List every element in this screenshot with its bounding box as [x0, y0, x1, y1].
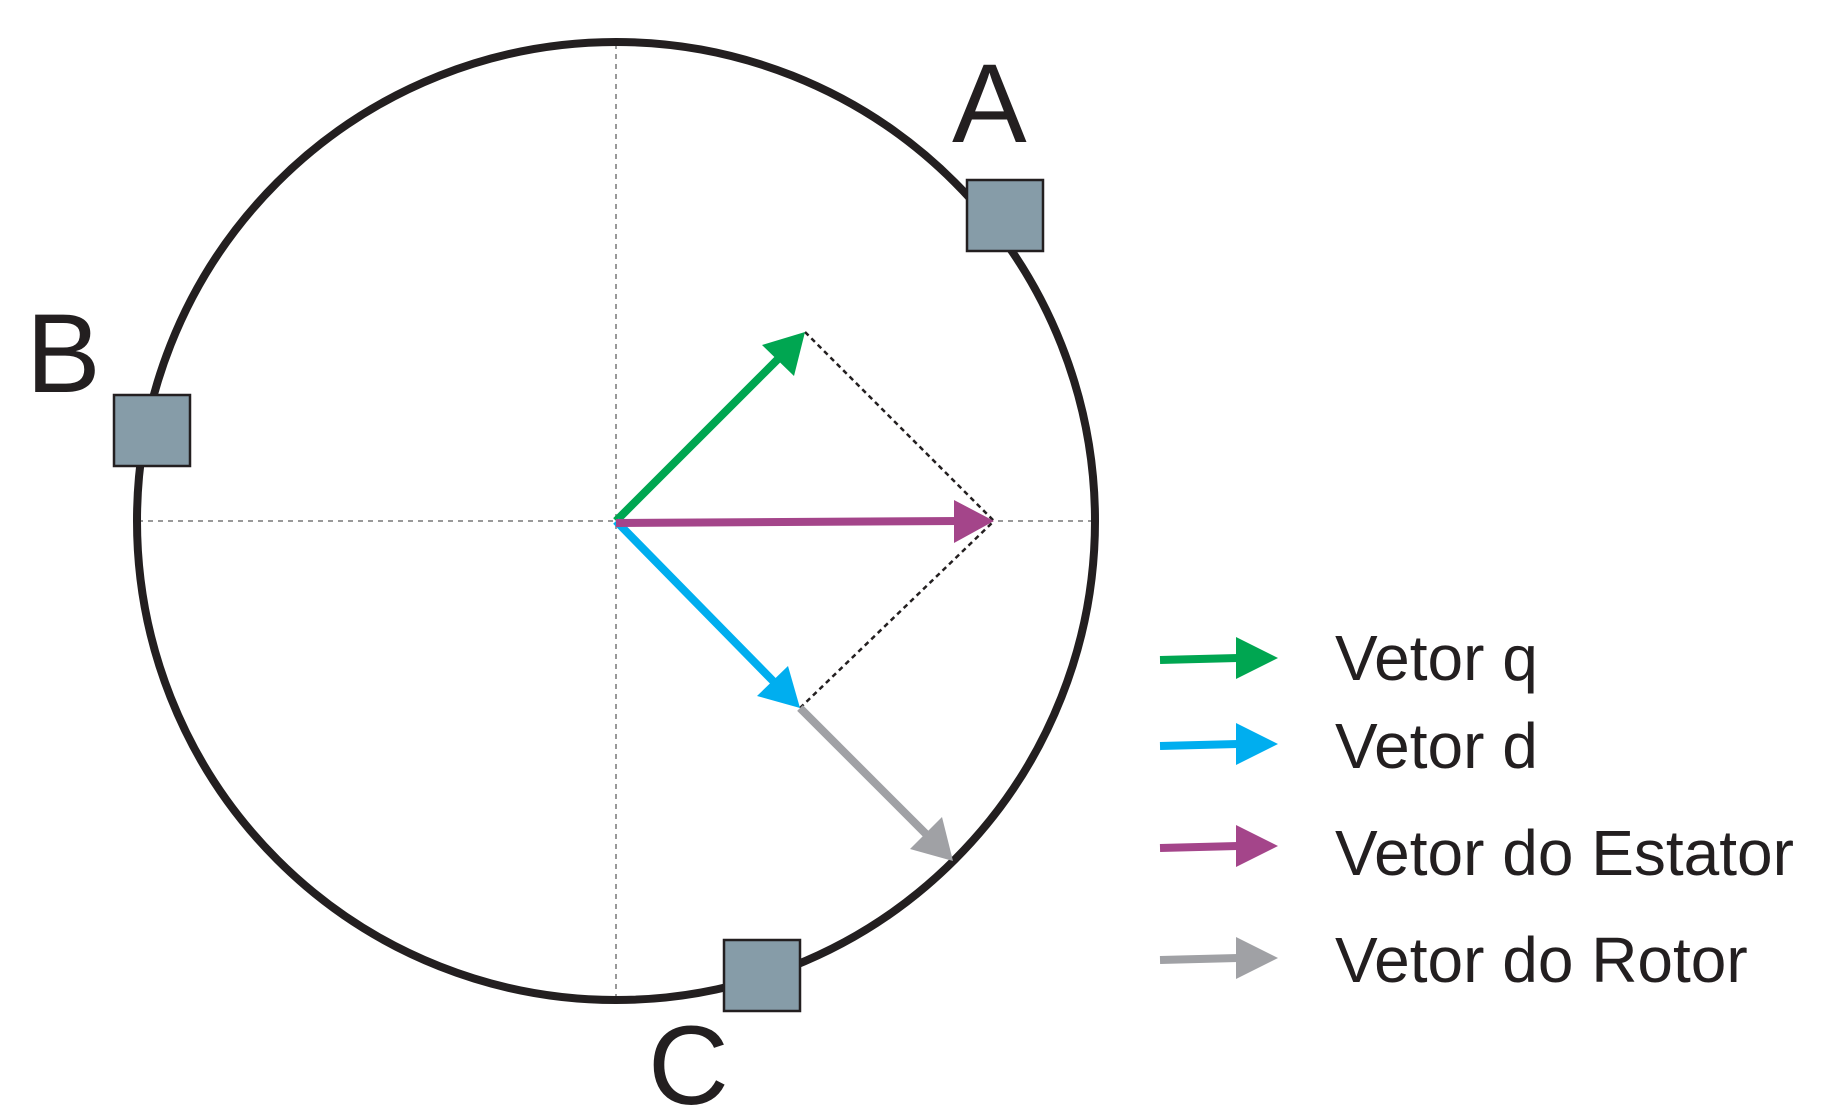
stator-circle	[133, 38, 1099, 1004]
legend-item-q: Vetor q	[1159, 622, 1538, 694]
legend-label-rotor: Vetor do Rotor	[1335, 924, 1748, 996]
winding-a-marker	[965, 178, 1045, 253]
vector-q-arrow	[613, 332, 805, 524]
legend-item-d: Vetor d	[1159, 710, 1538, 782]
projection-line-d	[799, 520, 995, 709]
vector-d-arrow	[613, 518, 800, 708]
legend-item-rotor: Vetor do Rotor	[1159, 924, 1748, 996]
projection-line-q	[804, 331, 995, 522]
winding-b-marker	[112, 393, 192, 468]
legend-label-stator: Vetor do Estator	[1335, 817, 1794, 889]
winding-c-marker	[722, 938, 802, 1013]
phase-c-label: C	[648, 1003, 729, 1106]
vector-rotor-arrow	[797, 705, 953, 861]
phase-a-label: A	[952, 41, 1027, 166]
phase-b-label: B	[26, 291, 101, 416]
vector-stator-arrow	[615, 500, 994, 543]
legend: Vetor q Vetor d Vetor do Estator Vetor d…	[1159, 622, 1794, 996]
legend-label-d: Vetor d	[1335, 710, 1538, 782]
legend-item-stator: Vetor do Estator	[1159, 817, 1794, 889]
legend-label-q: Vetor q	[1335, 622, 1538, 694]
